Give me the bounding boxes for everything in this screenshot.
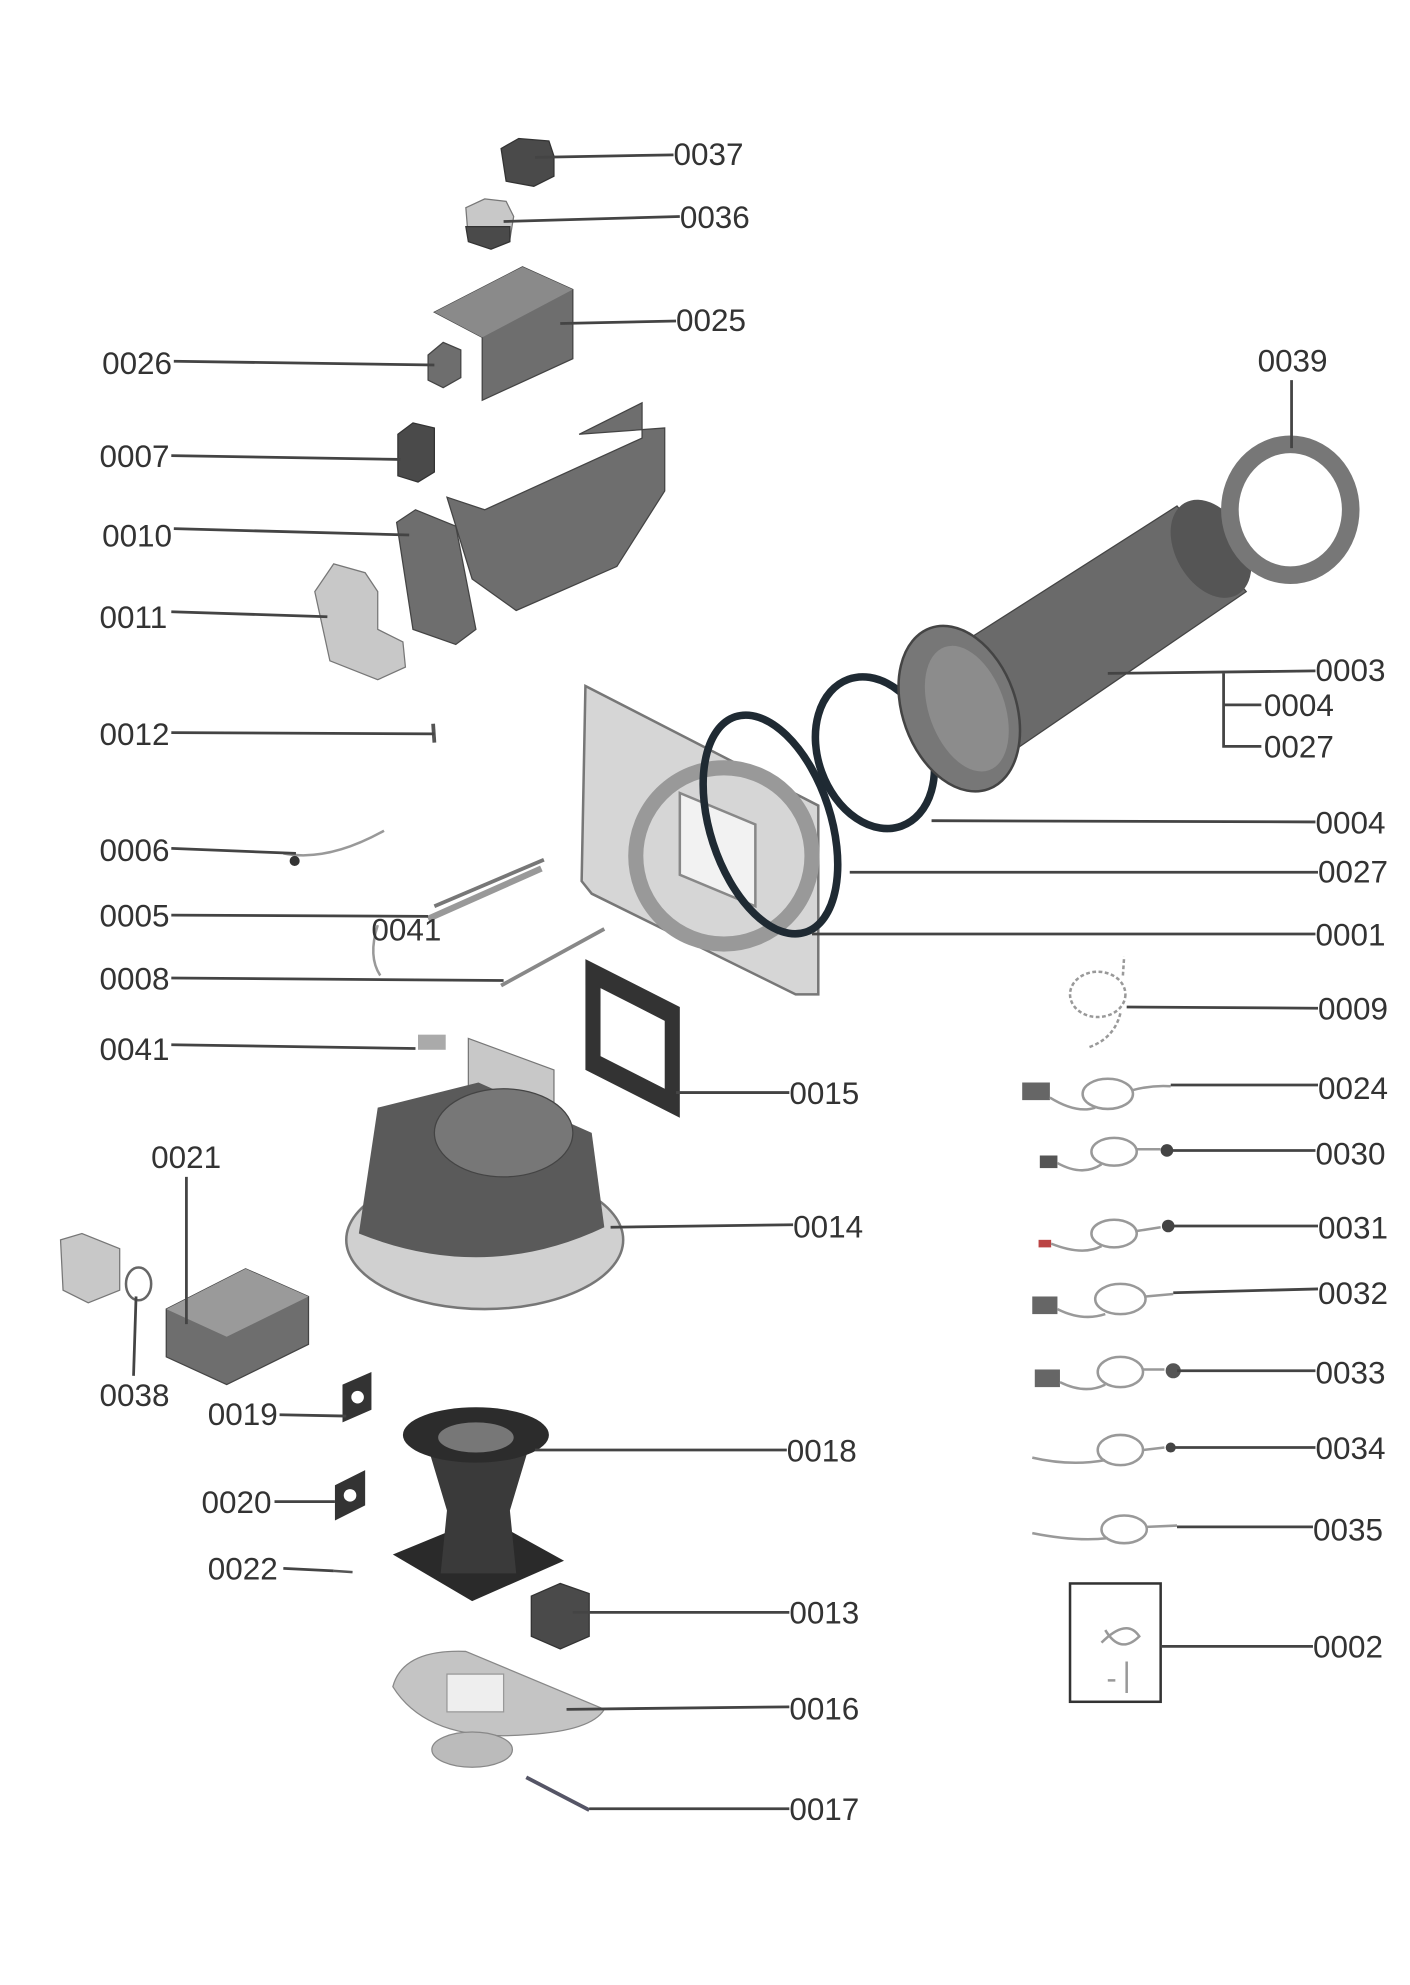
callout-0036: 0036 [680, 200, 750, 235]
part-0001-port [628, 760, 820, 952]
callout-0022: 0022 [208, 1552, 278, 1587]
part-0009-cable [1068, 970, 1127, 1019]
callout-0037: 0037 [674, 137, 744, 172]
parts [59, 137, 1360, 1812]
callout-labels: 0037 0036 0025 0026 0039 0007 0010 0011 … [100, 137, 1388, 1827]
callout-0009: 0009 [1318, 992, 1388, 1027]
callout-0020: 0020 [202, 1485, 272, 1520]
part-0005-electrode [426, 865, 543, 922]
part-0033-harness [1034, 1355, 1181, 1391]
part-0030-harness [1039, 1136, 1174, 1172]
callout-0039: 0039 [1258, 343, 1328, 378]
part-0003-bore [924, 645, 1009, 772]
part-0032-harness [1032, 1282, 1174, 1319]
callout-0007: 0007 [100, 439, 170, 474]
callout-0019: 0019 [208, 1397, 278, 1432]
callout-0015: 0015 [789, 1076, 859, 1111]
part-0009-tail [1088, 956, 1126, 1049]
part-0041-clip [372, 924, 382, 977]
part-0002-kit-contents [1100, 1627, 1141, 1693]
part-0008-rod [500, 927, 606, 988]
part-0034-harness [1031, 1433, 1176, 1467]
callout-0033: 0033 [1315, 1355, 1385, 1390]
callout-0027-gasket: 0027 [1318, 854, 1388, 889]
part-0010-board [395, 509, 477, 646]
part-0016-window [446, 1673, 505, 1713]
part-0026-block [427, 341, 462, 389]
callout-0008: 0008 [100, 961, 170, 996]
part-0024-harness [1022, 1077, 1171, 1111]
callout-0016: 0016 [789, 1691, 859, 1726]
callout-0032: 0032 [1318, 1276, 1388, 1311]
part-0015-opening [600, 988, 665, 1089]
callout-0025: 0025 [676, 303, 746, 338]
part-0018-bore [438, 1422, 514, 1453]
part-0006-cable [283, 829, 385, 857]
callout-0003: 0003 [1315, 653, 1385, 688]
part-0036-base [465, 225, 511, 250]
callout-0017: 0017 [789, 1792, 859, 1827]
part-0038-oring [124, 1266, 153, 1302]
callout-0004-gasket: 0004 [1315, 805, 1385, 840]
part-0020-hole [343, 1489, 357, 1502]
part-0005-electrode-2 [433, 857, 545, 909]
part-0007-module [397, 422, 436, 483]
callout-0030: 0030 [1315, 1136, 1385, 1171]
part-0031-harness [1038, 1218, 1175, 1252]
part-0037-cap [500, 137, 555, 187]
callout-0035: 0035 [1313, 1513, 1383, 1548]
callout-0024: 0024 [1318, 1071, 1388, 1106]
part-0018-body [428, 1447, 529, 1574]
part-0022-pin [333, 1569, 353, 1574]
callout-0012: 0012 [100, 717, 170, 752]
part-0019-hole [351, 1390, 364, 1404]
part-0011-unit [314, 563, 407, 681]
part-0017-wire [525, 1775, 591, 1812]
part-0021-valve-top [166, 1268, 309, 1337]
part-bracket-cover [446, 401, 666, 612]
callout-0011: 0011 [100, 600, 168, 635]
callout-0041: 0041 [100, 1032, 170, 1067]
part-0039-ring [1221, 435, 1360, 585]
part-0025-top [434, 266, 573, 338]
callout-0010: 0010 [102, 518, 172, 553]
part-0035-harness [1032, 1514, 1178, 1545]
callout-0018: 0018 [787, 1433, 857, 1468]
callout-0013: 0013 [789, 1596, 859, 1631]
callout-0002: 0002 [1313, 1630, 1383, 1665]
callout-0031: 0031 [1318, 1211, 1388, 1246]
callout-0038: 0038 [100, 1378, 170, 1413]
callout-0014: 0014 [793, 1209, 863, 1244]
part-0014-fan [433, 1088, 574, 1178]
part-connector [59, 1232, 121, 1304]
callout-0034: 0034 [1315, 1431, 1385, 1466]
part-0016-tube [431, 1731, 514, 1768]
callout-0005: 0005 [100, 898, 170, 933]
callout-0021: 0021 [151, 1140, 221, 1175]
part-0041-bracket [418, 1034, 446, 1050]
callout-0006: 0006 [100, 833, 170, 868]
callout-0004: 0004 [1264, 688, 1334, 723]
callout-0026: 0026 [102, 346, 172, 381]
part-0027-gasket [699, 711, 842, 938]
callout-0041-clip: 0041 [371, 912, 441, 947]
callout-0001: 0001 [1315, 917, 1385, 952]
part-0013-block [530, 1582, 590, 1650]
part-0006-end [289, 855, 300, 866]
callout-0027: 0027 [1264, 730, 1334, 765]
leader-lines [132, 153, 1319, 1811]
